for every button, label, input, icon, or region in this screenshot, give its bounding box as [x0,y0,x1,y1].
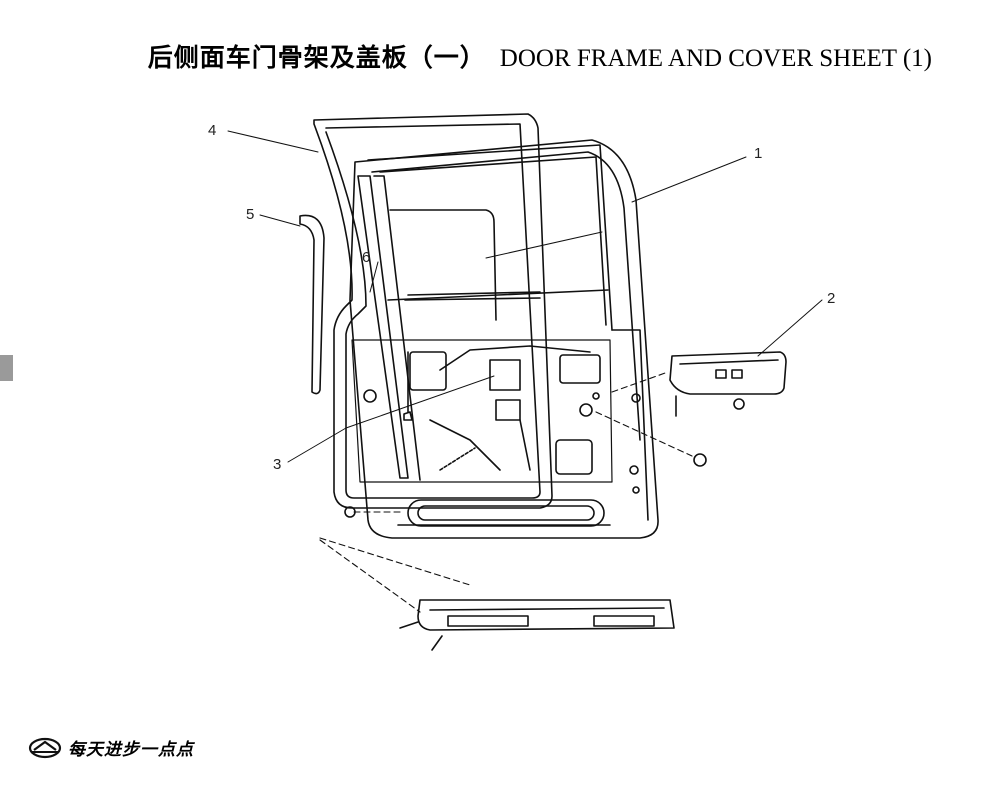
page-side-tab [0,355,13,381]
handle-bracket [611,351,787,417]
footer-slogan: 每天进步一点点 [68,740,194,760]
brand-logo-icon [28,737,62,758]
fastener-nut [344,411,707,518]
window-regulator [403,351,413,421]
door-seal-strip [313,113,553,509]
callout-6: 6 [362,249,370,266]
door-outer-panel [349,139,659,539]
callout-4: 4 [208,122,216,139]
callout-1: 1 [754,145,762,162]
page-title: 后侧面车门骨架及盖板（一） DOOR FRAME AND COVER SHEET… [0,38,1000,74]
inner-frame [351,175,613,483]
callout-2: 2 [827,290,835,307]
title-english: DOOR FRAME AND COVER SHEET (1) [499,45,932,72]
page-footer: 每天进步一点点 [28,735,194,760]
side-trim-strip [299,214,325,395]
callout-3: 3 [273,456,281,473]
callout-labels: 1 2 3 4 5 6 [208,122,835,473]
callout-5: 5 [246,206,254,223]
bottom-cover-plate [319,537,675,651]
window-frame [367,144,613,331]
leader-lines [227,130,823,463]
title-chinese: 后侧面车门骨架及盖板（一） [147,43,486,72]
